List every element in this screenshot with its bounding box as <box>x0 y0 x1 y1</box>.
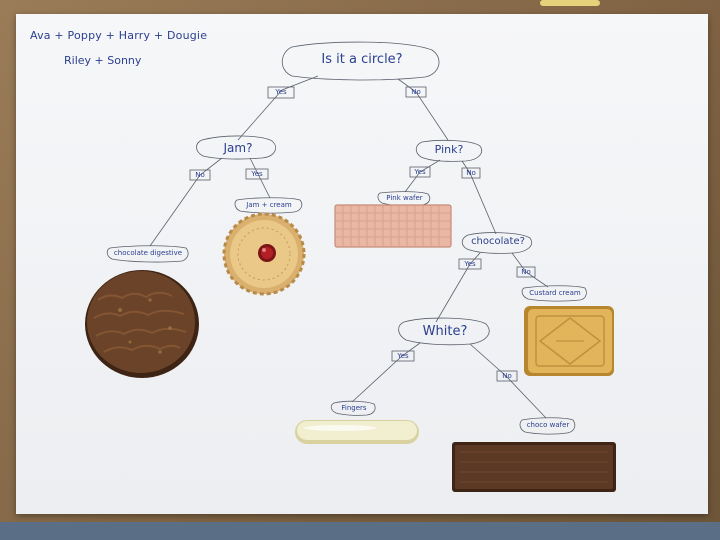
leaf-digestive-label: chocolate digestive <box>113 249 183 257</box>
table-edge <box>0 522 720 540</box>
leaf-choco-wafer-label: choco wafer <box>526 421 570 429</box>
node-root-label: Is it a circle? <box>321 52 403 67</box>
leaf-pink-wafer-label: Pink wafer <box>386 194 423 202</box>
tag-box-root-no <box>405 86 427 98</box>
branch-white-yes <box>351 342 421 403</box>
branch-choc-no-label: No <box>521 268 531 276</box>
branch-choc-yes <box>435 252 481 323</box>
custard-cream-label-outline <box>521 285 587 302</box>
jam-cream-biscuit <box>222 212 306 296</box>
leaf-fingers-label: Fingers <box>341 404 367 412</box>
custard-cream-biscuit <box>524 306 614 376</box>
jam-node-outline <box>196 135 276 160</box>
branch-pink-no-label: No <box>466 169 476 177</box>
tag-box-jam-yes <box>245 168 269 180</box>
branch-root-yes <box>237 75 319 141</box>
tag-box-white-yes <box>391 350 415 362</box>
tag-box-pink-yes <box>409 166 431 178</box>
tag-box-jam-no <box>189 169 211 181</box>
branch-white-yes-label: Yes <box>397 352 409 360</box>
branch-root-no-label: No <box>411 88 421 96</box>
node-chocolate-label: chocolate? <box>471 236 525 247</box>
pink-wafer-biscuit <box>334 204 452 248</box>
fingers-label-outline <box>330 400 376 416</box>
leaf-custard-cream-label: Custard cream <box>529 289 581 297</box>
node-jam-label: Jam? <box>223 141 253 155</box>
branch-pink-yes <box>404 159 441 193</box>
chocolate-node-outline <box>461 232 532 254</box>
branch-jam-no <box>149 157 223 247</box>
leaf-jam-cream-label: Jam + cream <box>246 201 292 209</box>
branch-jam-yes <box>249 157 271 199</box>
digestive-label-outline <box>106 245 189 263</box>
branch-white-no <box>469 343 547 419</box>
authors-line-1: Ava + Poppy + Harry + Dougie <box>30 29 208 42</box>
branch-root-yes-label: Yes <box>275 88 287 96</box>
branch-pink-yes-label: Yes <box>414 168 426 176</box>
biscuit-crumb <box>540 0 600 6</box>
branch-choc-no <box>511 252 549 288</box>
authors-line-2: Riley + Sonny <box>64 54 142 67</box>
chocolate-wafer-biscuit <box>452 442 616 492</box>
choco-wafer-label-outline <box>519 417 576 435</box>
tag-box-root-yes <box>267 86 295 99</box>
chocolate-digestive-biscuit <box>85 270 199 378</box>
branch-white-no-label: No <box>502 372 512 380</box>
branch-jam-no-label: No <box>195 171 205 179</box>
jam-cream-label-outline <box>234 197 303 214</box>
tag-box-white-no <box>496 370 518 382</box>
root-node-outline <box>281 41 440 81</box>
white-finger-biscuit <box>295 420 419 444</box>
branch-pink-no <box>461 160 497 235</box>
node-white-label: White? <box>422 324 468 339</box>
tag-box-choc-no <box>516 266 536 278</box>
branch-choc-yes-label: Yes <box>464 260 476 268</box>
branch-root-no <box>397 78 449 141</box>
branch-jam-yes-label: Yes <box>251 170 263 178</box>
node-pink-label: Pink? <box>434 143 464 156</box>
tag-box-pink-no <box>461 167 481 179</box>
tag-box-choc-yes <box>458 258 482 270</box>
pink-node-outline <box>415 139 483 162</box>
